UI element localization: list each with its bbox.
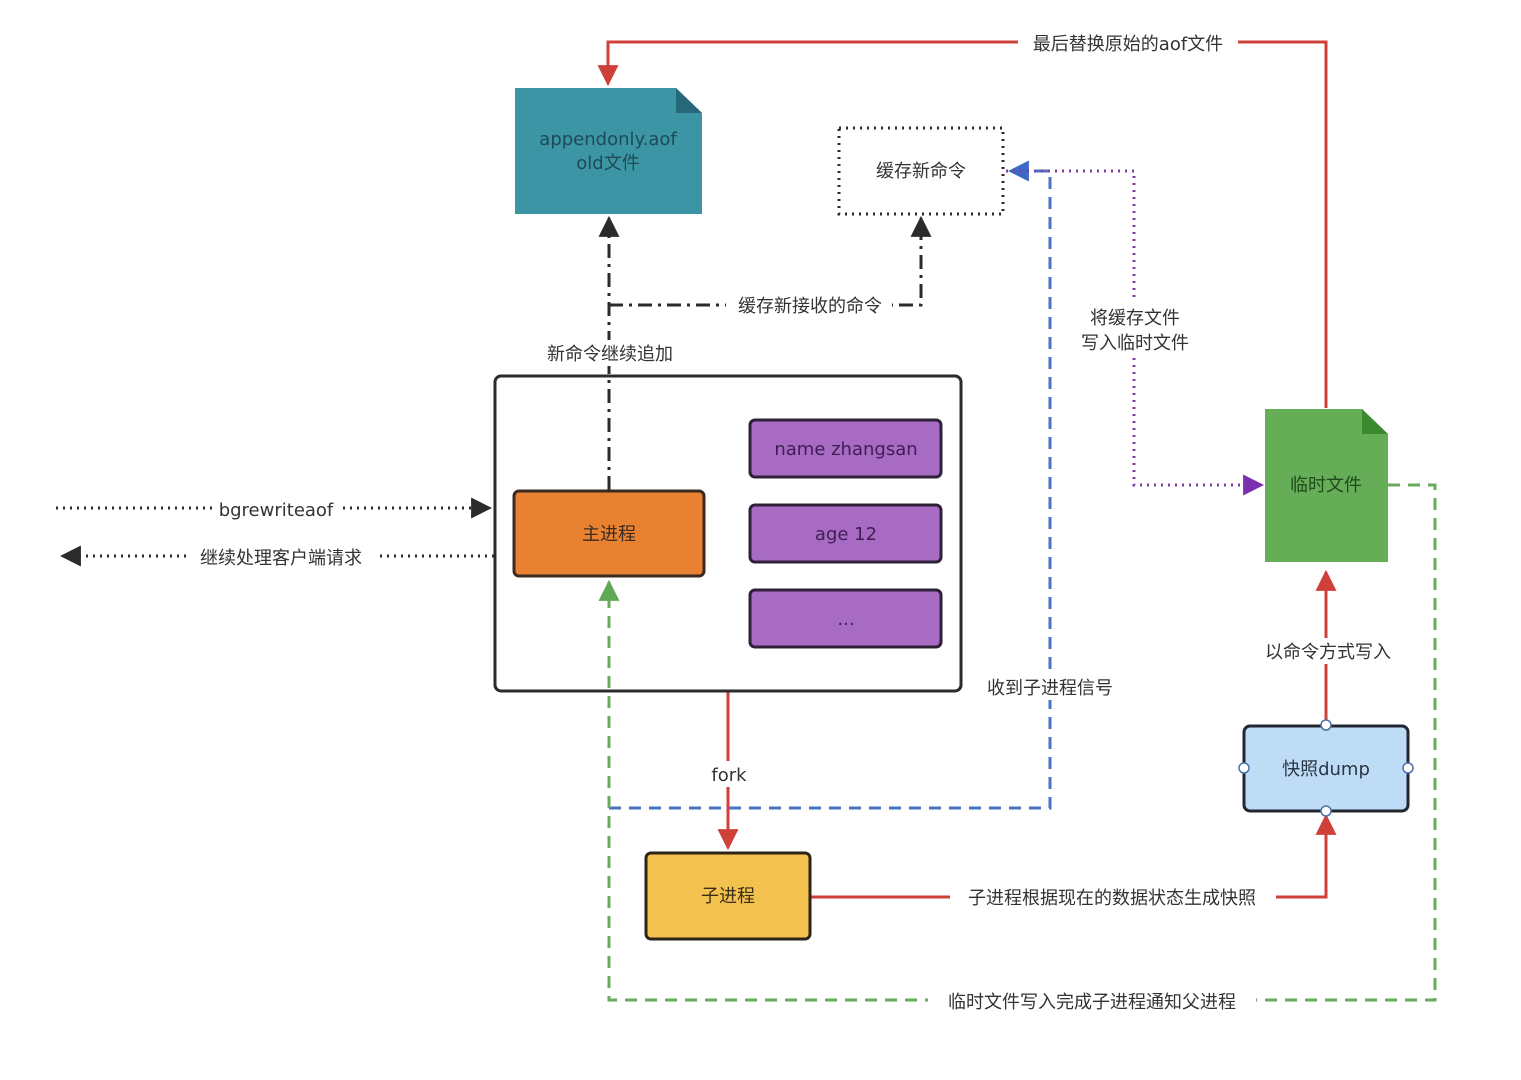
edge-replace-original-aof: 最后替换原始的aof文件 xyxy=(597,30,1328,408)
edge-label-cache-received: 缓存新接收的命令 xyxy=(738,296,882,317)
snapshot-label: 快照dump xyxy=(1282,759,1370,780)
node-temp-file[interactable]: 临时文件 xyxy=(1265,409,1388,562)
node-aof-old-file[interactable]: appendonly.aof old文件 xyxy=(515,88,702,214)
edge-continue-client-requests: 继续处理客户端请求 xyxy=(59,544,494,570)
edge-generate-snapshot: 子进程根据现在的数据状态生成快照 xyxy=(811,813,1337,910)
aof-file-line2: old文件 xyxy=(576,153,639,174)
cache-box-label: 缓存新命令 xyxy=(876,161,966,182)
data-item[interactable]: name zhangsan xyxy=(748,418,943,479)
edge-label-fork: fork xyxy=(711,765,747,786)
edge-label-write-cache-line2: 写入临时文件 xyxy=(1081,333,1189,354)
edge-label-notify-parent: 临时文件写入完成子进程通知父进程 xyxy=(948,992,1236,1013)
edge-label-bgrewriteaof: bgrewriteaof xyxy=(219,500,334,521)
edge-label-append-new: 新命令继续追加 xyxy=(547,344,673,365)
node-redis-server-container xyxy=(493,374,963,693)
edge-fork: fork xyxy=(706,692,752,851)
data-item-label: name zhangsan xyxy=(774,439,917,460)
edge-label-write-as-commands: 以命令方式写入 xyxy=(1265,642,1391,663)
edge-label-write-cache-line1: 将缓存文件 xyxy=(1090,308,1180,329)
edge-cache-received-commands: 缓存新接收的命令 xyxy=(609,215,932,318)
edge-label-receive-signal: 收到子进程信号 xyxy=(987,678,1113,699)
node-child-process[interactable]: 子进程 xyxy=(644,851,812,941)
temp-file-label: 临时文件 xyxy=(1290,475,1362,496)
data-item-label: age 12 xyxy=(815,524,877,545)
edge-label-generate-snapshot: 子进程根据现在的数据状态生成快照 xyxy=(968,888,1256,909)
node-snapshot-dump[interactable]: 快照dump xyxy=(1238,719,1414,817)
connection-handle-right[interactable] xyxy=(1402,762,1414,774)
edge-append-new-commands: 新命令继续追加 xyxy=(536,215,684,490)
child-process-label: 子进程 xyxy=(701,886,755,907)
edge-receive-child-signal: 收到子进程信号 xyxy=(609,160,1124,810)
connection-handle-top[interactable] xyxy=(1320,719,1332,731)
main-process-label: 主进程 xyxy=(582,524,636,545)
node-main-process[interactable]: 主进程 xyxy=(512,489,706,578)
edge-bgrewriteaof: bgrewriteaof xyxy=(56,496,493,522)
data-item-label: ... xyxy=(837,609,854,630)
data-item[interactable]: age 12 xyxy=(748,503,943,564)
edge-notify-parent: 临时文件写入完成子进程通知父进程 xyxy=(598,483,1437,1014)
connection-handle-left[interactable] xyxy=(1238,762,1250,774)
edge-write-cache-to-temp: 将缓存文件 写入临时文件 xyxy=(1006,169,1265,496)
connection-handle-bottom[interactable] xyxy=(1320,805,1332,817)
aof-file-line1: appendonly.aof xyxy=(539,129,677,150)
edge-label-replace-original: 最后替换原始的aof文件 xyxy=(1033,34,1223,55)
data-item[interactable]: ... xyxy=(748,588,943,649)
node-cache-new-commands[interactable]: 缓存新命令 xyxy=(837,126,1005,216)
edge-label-continue-requests: 继续处理客户端请求 xyxy=(200,548,362,569)
edge-write-as-commands: 以命令方式写入 xyxy=(1254,569,1402,724)
